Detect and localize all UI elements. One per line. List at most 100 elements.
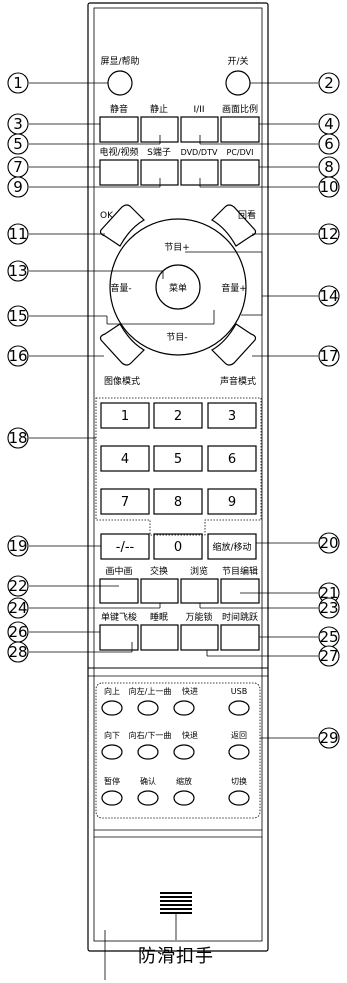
up-button[interactable] — [101, 700, 123, 716]
return-label: 返回 — [231, 731, 247, 740]
digit-8-label: 8 — [174, 495, 182, 510]
pip-button[interactable] — [99, 578, 139, 604]
menu-label: 菜单 — [169, 282, 187, 294]
zoom-button[interactable] — [173, 790, 195, 806]
digit-0-label: 0 — [174, 540, 182, 555]
switch-button[interactable] — [228, 790, 250, 806]
swap-button[interactable] — [140, 578, 179, 604]
lock-label: 万能锁 — [185, 611, 212, 623]
callout-8: 8 — [324, 158, 334, 176]
s-video-label: S端子 — [147, 146, 171, 158]
callout-20: 20 — [319, 534, 338, 552]
callout-19: 19 — [8, 537, 27, 555]
nav-ring[interactable] — [109, 218, 247, 356]
rewind-button[interactable] — [173, 744, 195, 760]
audio-i-ii-button[interactable] — [180, 116, 219, 143]
callout-12: 12 — [319, 225, 338, 243]
left-prev-button[interactable] — [137, 700, 159, 716]
digit-1-button[interactable] — [100, 402, 150, 429]
sound-mode-label: 声音模式 — [220, 375, 256, 387]
lock-button[interactable] — [180, 624, 219, 651]
time-jump-label: 时间跳跃 — [222, 611, 258, 623]
time-jump-button[interactable] — [220, 624, 260, 651]
power-label: 开/关 — [227, 55, 248, 67]
confirm-label: 确认 — [140, 776, 156, 786]
digit-2-button[interactable] — [153, 402, 203, 429]
audio-i-ii-label: I/II — [194, 105, 205, 115]
fast-forward-label: 快进 — [182, 686, 198, 696]
fast-forward-button[interactable] — [173, 700, 195, 716]
mute-label: 静音 — [110, 103, 128, 115]
digit-7-button[interactable] — [100, 488, 150, 515]
callout-13: 13 — [8, 262, 27, 280]
digit-4-label: 4 — [121, 452, 129, 467]
digit-5-label: 5 — [174, 452, 182, 467]
callout-10: 10 — [319, 178, 338, 196]
channel-down-label: 节目- — [166, 332, 187, 343]
remote-body — [87, 2, 269, 952]
callout-11: 11 — [8, 225, 27, 243]
freeze-label: 静止 — [150, 103, 168, 115]
right-next-button[interactable] — [137, 744, 159, 760]
callout-15: 15 — [8, 307, 27, 325]
browse-button[interactable] — [180, 578, 219, 604]
mute-button[interactable] — [99, 116, 139, 143]
sleep-button[interactable] — [140, 624, 179, 651]
zoom-move-button[interactable] — [207, 533, 257, 560]
power-button[interactable] — [225, 70, 251, 96]
callout-29: 29 — [319, 729, 338, 747]
switch-label: 切换 — [231, 776, 247, 786]
aspect-ratio-label: 画面比例 — [222, 103, 258, 115]
dash-button[interactable] — [100, 533, 150, 560]
sound-mode-button[interactable] — [211, 323, 257, 366]
callout-9: 9 — [13, 178, 23, 196]
menu-button[interactable] — [155, 264, 201, 310]
callout-25: 25 — [319, 628, 338, 646]
callout-2: 2 — [324, 74, 334, 92]
pc-dvi-button[interactable] — [220, 159, 260, 186]
dvd-dtv-label: DVD/DTV — [181, 148, 218, 157]
dvd-dtv-button[interactable] — [180, 159, 219, 186]
digit-6-button[interactable] — [207, 445, 257, 472]
pause-label: 暂停 — [104, 776, 120, 786]
callout-18: 18 — [8, 429, 27, 447]
digit-4-button[interactable] — [100, 445, 150, 472]
callout-6: 6 — [324, 135, 334, 153]
s-video-button[interactable] — [140, 159, 179, 186]
callout-1: 1 — [13, 74, 23, 92]
picture-mode-label: 图像模式 — [104, 375, 140, 387]
tv-video-button[interactable] — [99, 159, 139, 186]
freeze-button[interactable] — [140, 116, 179, 143]
down-button[interactable] — [101, 744, 123, 760]
digit-0-button[interactable] — [153, 533, 203, 560]
callout-14: 14 — [319, 287, 338, 305]
digit-3-button[interactable] — [207, 402, 257, 429]
usb-button[interactable] — [228, 700, 250, 716]
osd-help-button[interactable] — [107, 70, 133, 96]
osd-help-label: 屏显/帮助 — [100, 55, 139, 67]
picture-mode-button[interactable] — [99, 323, 145, 366]
callout-24: 24 — [8, 599, 27, 617]
pause-button[interactable] — [101, 790, 123, 806]
digit-1-label: 1 — [121, 409, 129, 424]
program-edit-button[interactable] — [220, 578, 260, 604]
confirm-button[interactable] — [137, 790, 159, 806]
volume-down-label: 音量- — [110, 282, 131, 294]
tv-video-label: 电视/视频 — [99, 146, 138, 158]
digit-5-button[interactable] — [153, 445, 203, 472]
pc-dvi-label: PC/DVI — [227, 148, 254, 157]
shuttle-button[interactable] — [99, 624, 139, 651]
digit-9-button[interactable] — [207, 488, 257, 515]
dash-label: -/-- — [116, 540, 135, 555]
shuttle-label: 单键飞梭 — [101, 611, 137, 623]
digit-8-button[interactable] — [153, 488, 203, 515]
grip-icon — [160, 892, 192, 914]
swap-label: 交换 — [150, 565, 168, 577]
rewind-label: 快退 — [182, 730, 198, 740]
return-button[interactable] — [228, 744, 250, 760]
callout-circles — [7, 72, 340, 749]
program-edit-label: 节目编辑 — [222, 565, 258, 577]
aspect-ratio-button[interactable] — [220, 116, 260, 143]
up-label: 向上 — [104, 686, 120, 696]
